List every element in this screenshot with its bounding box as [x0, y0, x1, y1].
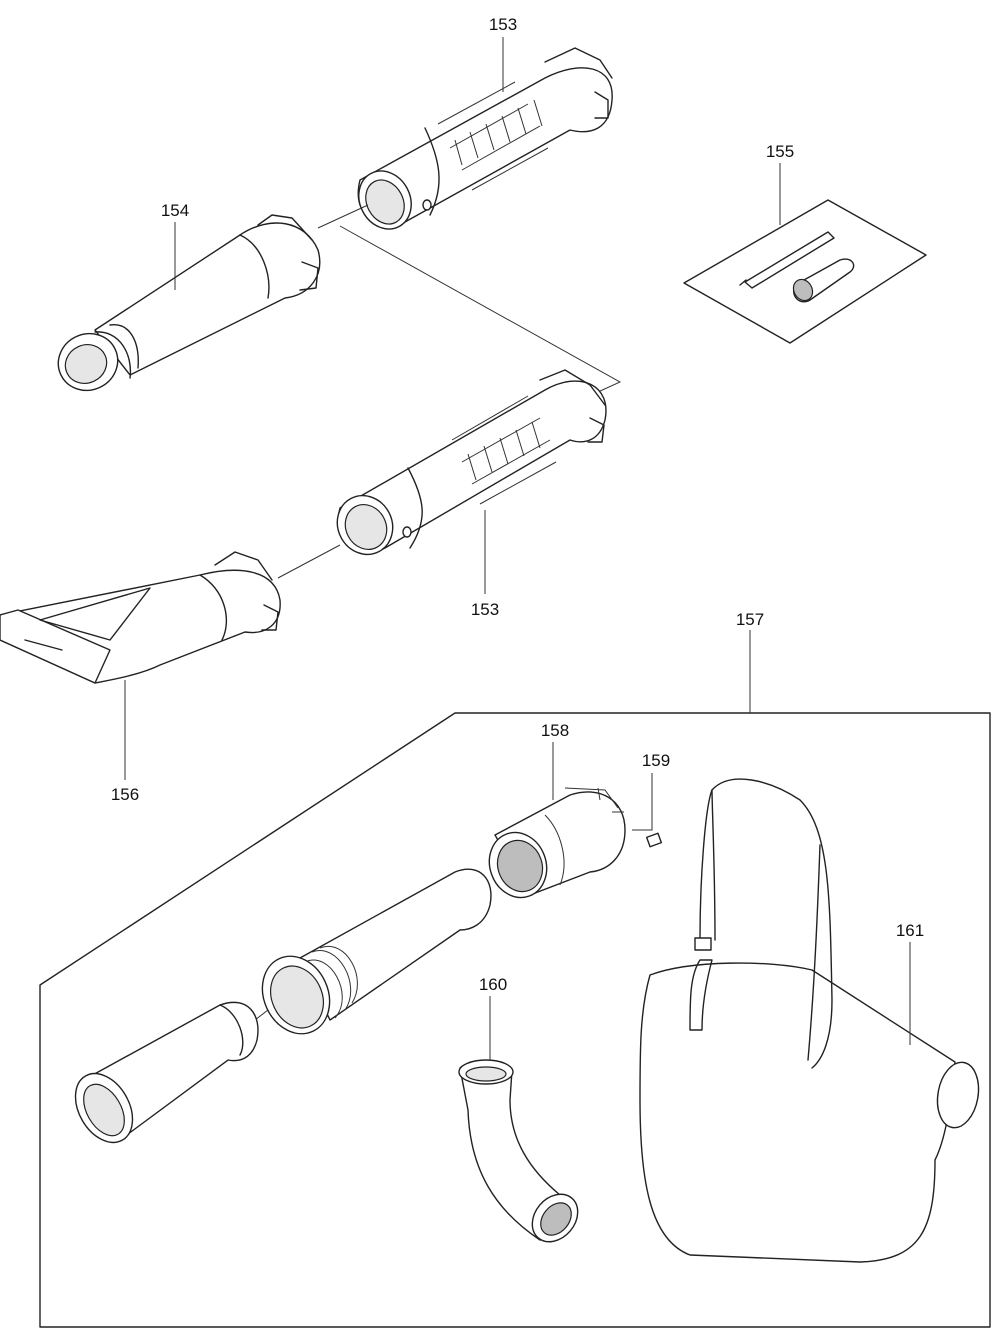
collection-bag-161[interactable] [639, 778, 983, 1263]
label-153-top: 153 [489, 15, 517, 34]
vacuum-pipe-segments[interactable] [64, 868, 492, 1152]
label-159: 159 [642, 751, 670, 770]
label-155: 155 [766, 142, 794, 161]
label-153-mid: 153 [471, 600, 499, 619]
label-160: 160 [479, 975, 507, 994]
label-158: 158 [541, 721, 569, 740]
label-157: 157 [736, 610, 764, 629]
adapter-158[interactable] [480, 787, 626, 906]
tool-set-155[interactable] [683, 199, 927, 344]
nozzle-154[interactable] [49, 214, 321, 400]
pipe-153-lower[interactable] [327, 369, 607, 564]
elbow-pipe-160[interactable] [458, 1059, 587, 1251]
leader-lines [124, 37, 911, 1060]
flat-nozzle-156[interactable] [0, 551, 281, 684]
label-154: 154 [161, 201, 189, 220]
cap-159[interactable] [645, 832, 663, 848]
vacuum-kit-157[interactable] [39, 630, 991, 1328]
assembly-connector-lines [254, 204, 622, 1021]
label-156: 156 [111, 785, 139, 804]
label-161: 161 [896, 921, 924, 940]
pipe-153-upper[interactable] [349, 47, 613, 238]
